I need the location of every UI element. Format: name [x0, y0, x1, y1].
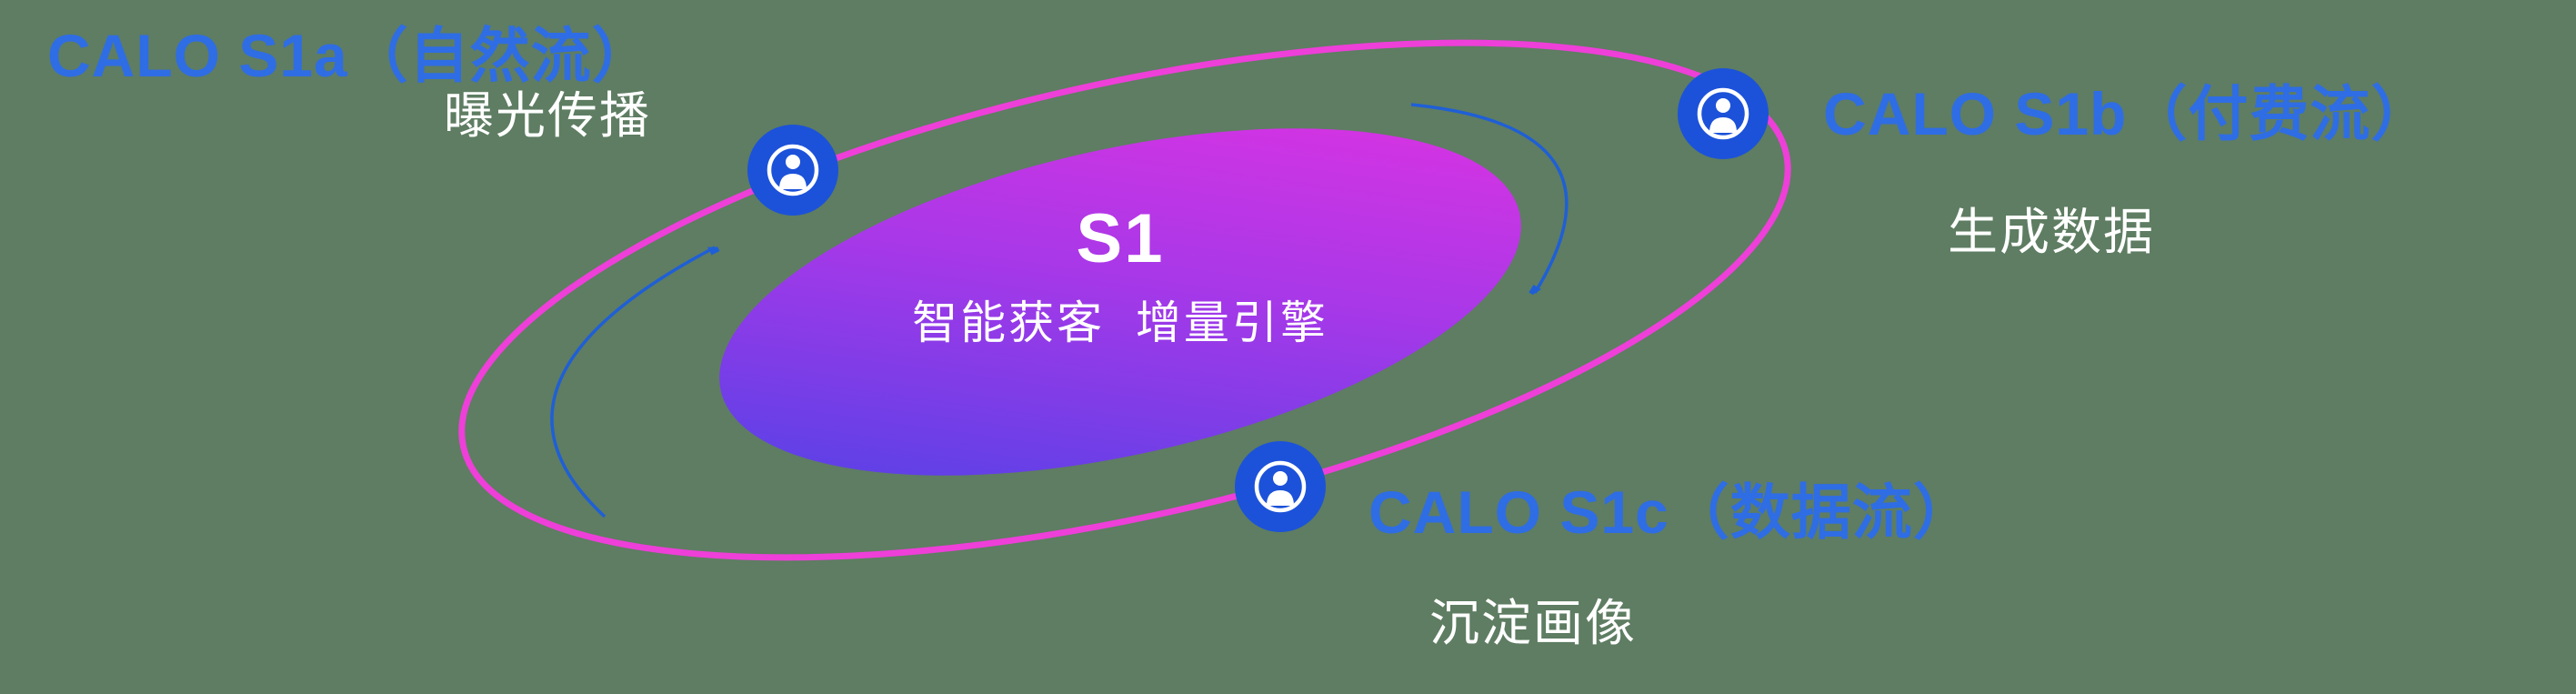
user-icon: [1678, 68, 1769, 159]
node-s1a-sublabel: 曝光传播: [444, 87, 652, 144]
flow-arrow-left-icon: [550, 246, 715, 518]
orbit-ellipse: [458, 39, 1791, 561]
node-s1b: [1678, 68, 1769, 159]
node-s1c: [1235, 441, 1326, 532]
center-core-ellipse: [719, 128, 1521, 476]
node-s1b-label: CALO S1b（付费流）: [1823, 80, 2432, 147]
node-s1a: [747, 125, 838, 216]
center-title: S1: [1076, 200, 1165, 277]
flow-arrow-right-icon: [1410, 103, 1569, 293]
user-icon: [1235, 441, 1326, 532]
node-s1c-label: CALO S1c（数据流）: [1368, 478, 1974, 546]
user-icon: [747, 125, 838, 216]
center-subtitle: 智能获客 增量引擎: [912, 297, 1328, 348]
node-s1b-sublabel: 生成数据: [1948, 204, 2156, 260]
node-s1a-label: CALO S1a（自然流）: [47, 22, 653, 89]
node-s1c-sublabel: 沉淀画像: [1429, 595, 1638, 651]
center-text-block: S1 智能获客 增量引擎: [912, 205, 1328, 352]
